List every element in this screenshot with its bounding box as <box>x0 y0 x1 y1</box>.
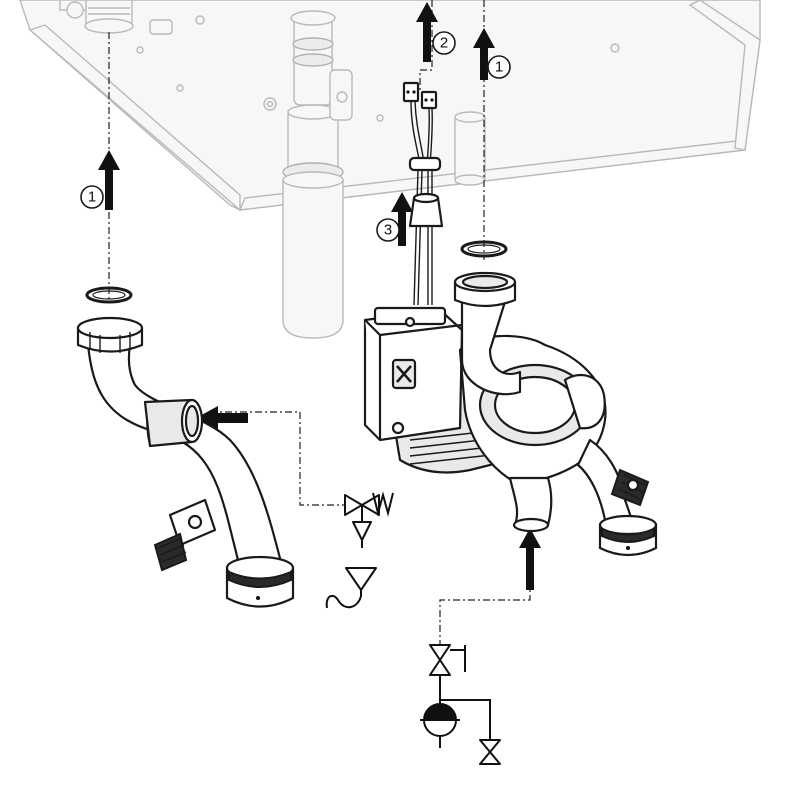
pump-assembly <box>363 271 658 557</box>
boiler-chassis <box>19 0 761 212</box>
callout-1-left-label: 1 <box>88 189 96 206</box>
callout-1-left: 1 <box>80 185 104 209</box>
arrow-up-callout-2 <box>416 2 438 62</box>
drain-funnel-symbol <box>325 567 377 609</box>
callout-3: 3 <box>376 218 400 242</box>
left-return-pipe <box>76 316 295 608</box>
drain-cock-symbol <box>479 739 501 765</box>
arrow-up-left <box>98 150 120 210</box>
arrow-up-into-pump <box>519 528 541 590</box>
boiler-connection-stub-right <box>454 111 486 186</box>
fill-valve-symbol <box>429 644 466 700</box>
seal-ring-left <box>85 286 133 304</box>
callout-1-right: 1 <box>487 55 511 79</box>
arrow-up-callout-1-right <box>473 28 495 80</box>
alignment-lines <box>108 0 531 645</box>
expansion-vessel-symbol <box>420 699 491 748</box>
arrow-up-callout-3 <box>391 192 413 246</box>
boiler-connection-stub-left <box>84 0 134 34</box>
callout-3-label: 3 <box>384 222 392 239</box>
seal-ring-right <box>460 240 508 258</box>
condensate-siphon <box>282 10 353 339</box>
callout-2: 2 <box>432 31 456 55</box>
pump-cables <box>402 81 444 306</box>
callout-1-right-label: 1 <box>495 59 503 76</box>
safety-valve-symbol <box>344 491 394 548</box>
callout-2-label: 2 <box>440 35 448 52</box>
